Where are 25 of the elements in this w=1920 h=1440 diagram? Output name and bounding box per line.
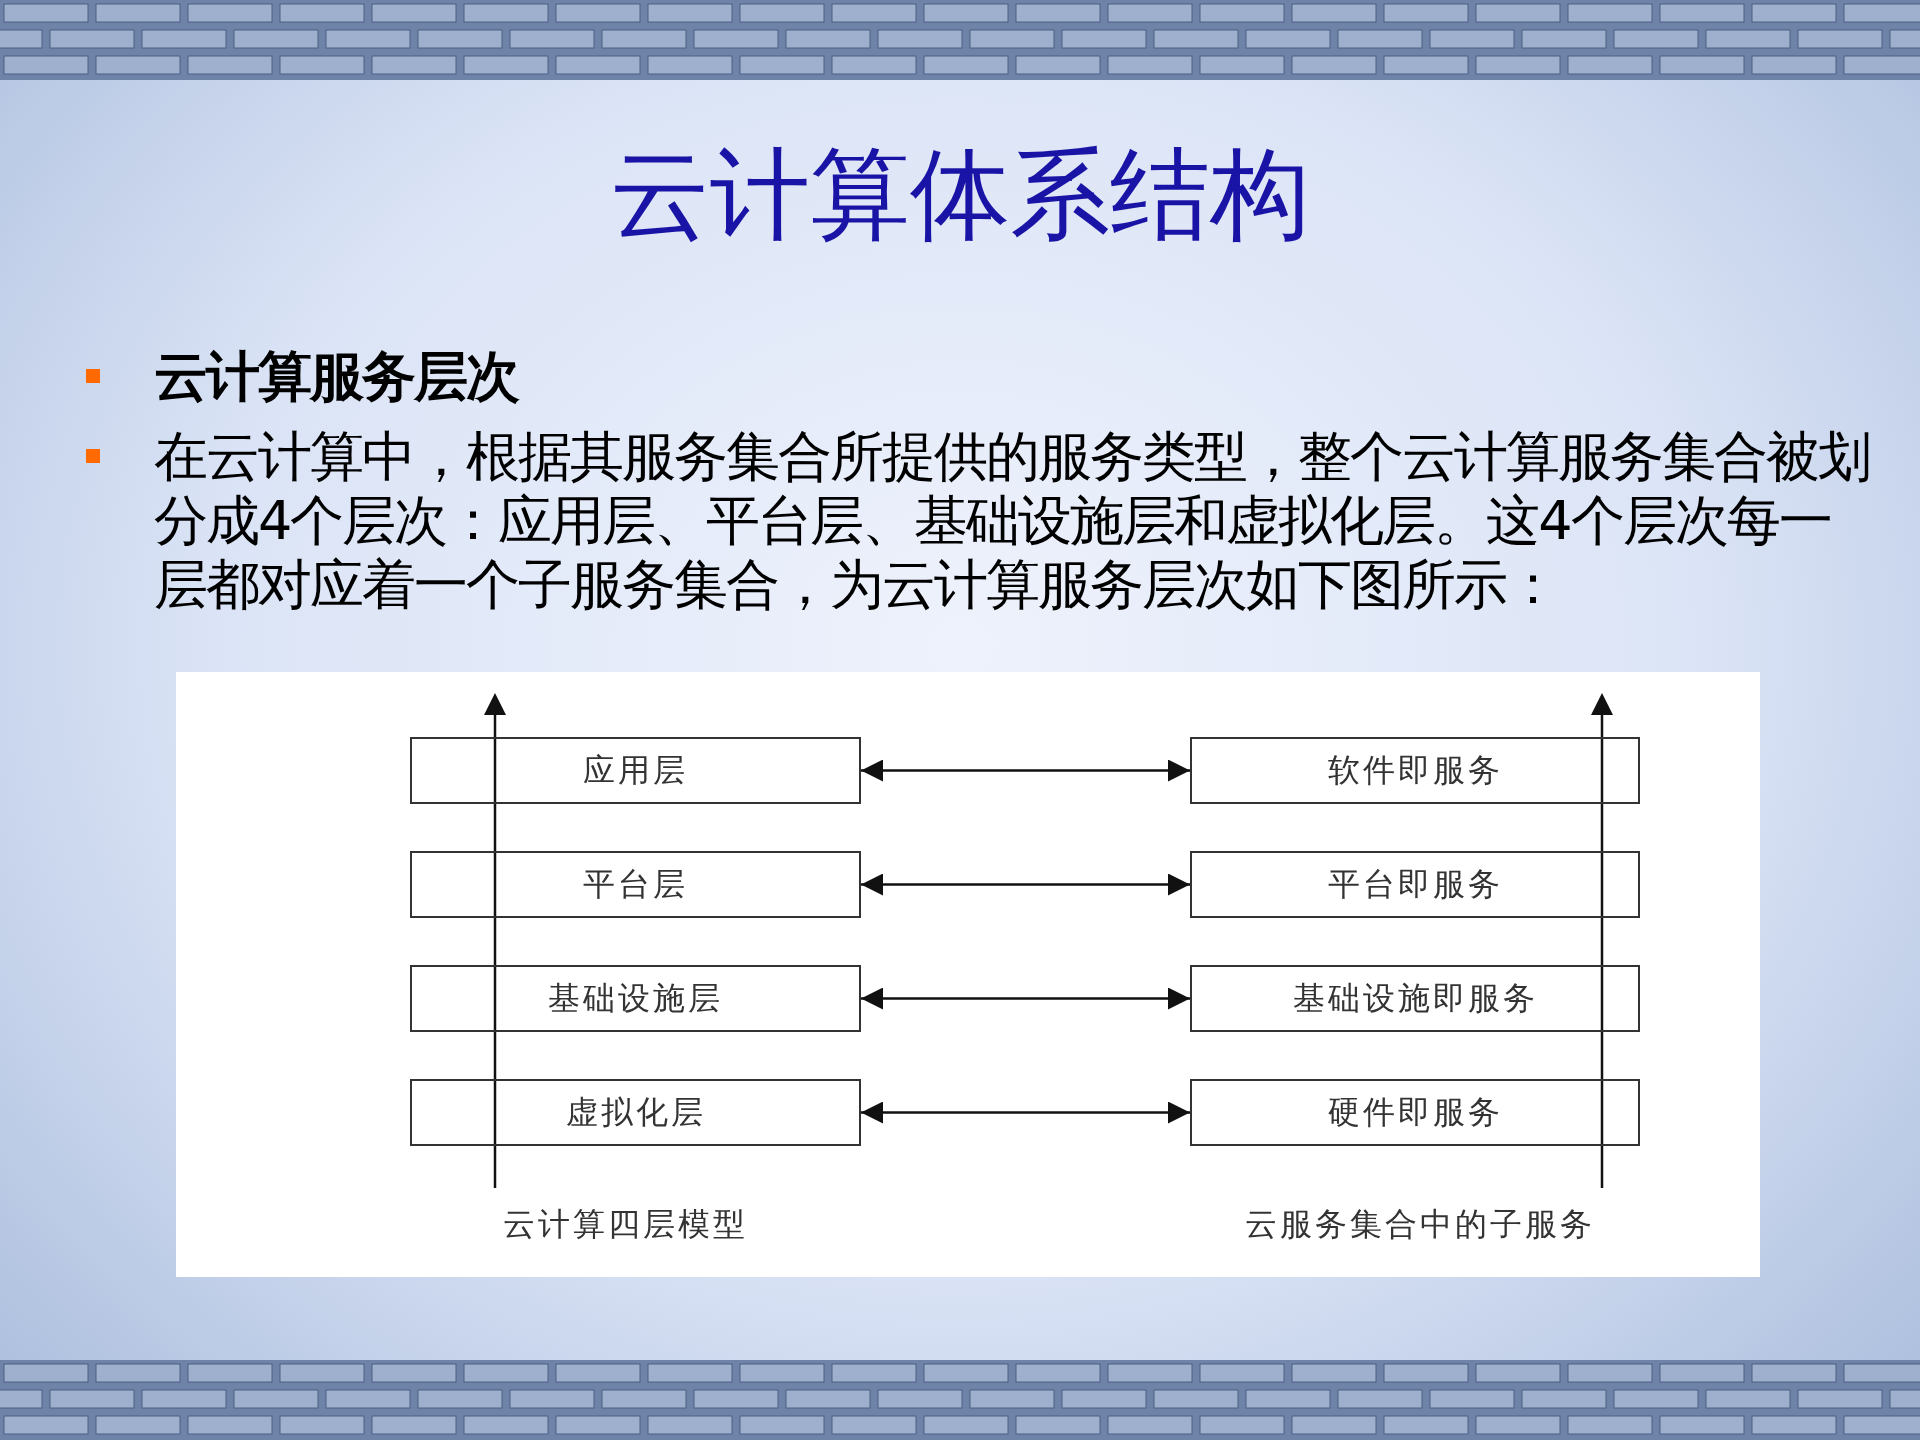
layer-box <box>1190 737 1640 804</box>
double-arrow <box>861 987 1190 1010</box>
layer-box <box>410 737 861 804</box>
double-arrow <box>861 1101 1190 1124</box>
axis-caption: 云服务集合中的子服务 <box>1244 1204 1596 1245</box>
double-arrow <box>861 873 1190 896</box>
box-label: 基础设施层 <box>548 977 723 1019</box>
box-label: 应用层 <box>583 749 688 791</box>
box-label: 软件即服务 <box>1327 749 1503 791</box>
layer-box <box>1190 851 1640 918</box>
layer-box <box>410 1079 861 1146</box>
bullet-heading: 云计算服务层次 <box>154 345 520 409</box>
box-label: 平台即服务 <box>1327 863 1503 905</box>
bullet-paragraph: 在云计算中，根据其服务集合所提供的服务类型，整个云计算服务集合被划分成4个层次：应用层、平台层、基础设施层和虚拟化层。这4个层次每一层都对应着一个子服务集合，为云计算服务层次如下图所示： <box>154 425 1871 617</box>
double-arrow <box>861 759 1190 782</box>
box-label: 平台层 <box>583 863 688 905</box>
slide-title: 云计算体系结构 <box>609 135 1311 255</box>
box-label: 基础设施即服务 <box>1292 977 1538 1019</box>
layer-box <box>410 851 861 918</box>
axis-caption: 云计算四层模型 <box>501 1204 749 1245</box>
layer-box <box>1190 1079 1640 1146</box>
layer-box <box>410 965 861 1032</box>
layer-box <box>1190 965 1640 1032</box>
box-label: 虚拟化层 <box>565 1091 706 1133</box>
box-label: 硬件即服务 <box>1327 1091 1503 1133</box>
